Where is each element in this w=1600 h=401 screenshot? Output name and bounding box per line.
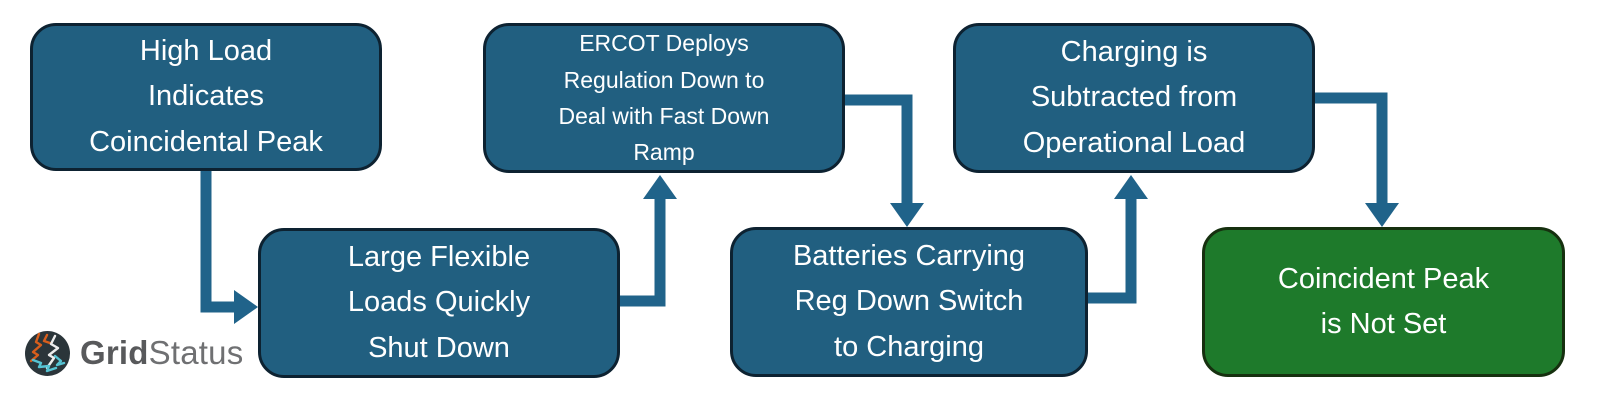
node-batteries-reg-down: Batteries Carrying Reg Down Switch to Ch… <box>730 227 1088 377</box>
node-high-load: High Load Indicates Coincidental Peak <box>30 23 382 171</box>
logo-text-status: Status <box>148 334 244 371</box>
node-large-flexible-loads: Large Flexible Loads Quickly Shut Down <box>258 228 620 378</box>
node-coincident-peak-not-set: Coincident Peak is Not Set <box>1202 227 1565 377</box>
arrow-ercot-to-batteries <box>845 94 924 227</box>
grid-status-logo-icon <box>25 330 70 376</box>
node-ercot-regulation-down: ERCOT Deploys Regulation Down to Deal wi… <box>483 23 845 173</box>
grid-status-logo: GridStatus <box>24 328 243 378</box>
arrow-batteries-to-charging-subtracted <box>1088 175 1148 304</box>
arrow-charging-subtracted-to-peak-not-set <box>1315 92 1399 227</box>
arrow-large-flexible-to-ercot <box>620 175 677 307</box>
logo-text-grid: Grid <box>80 334 149 371</box>
arrow-high-load-to-large-flexible <box>200 171 258 324</box>
node-charging-subtracted: Charging is Subtracted from Operational … <box>953 23 1315 173</box>
logo-wordmark: GridStatus <box>80 334 243 372</box>
